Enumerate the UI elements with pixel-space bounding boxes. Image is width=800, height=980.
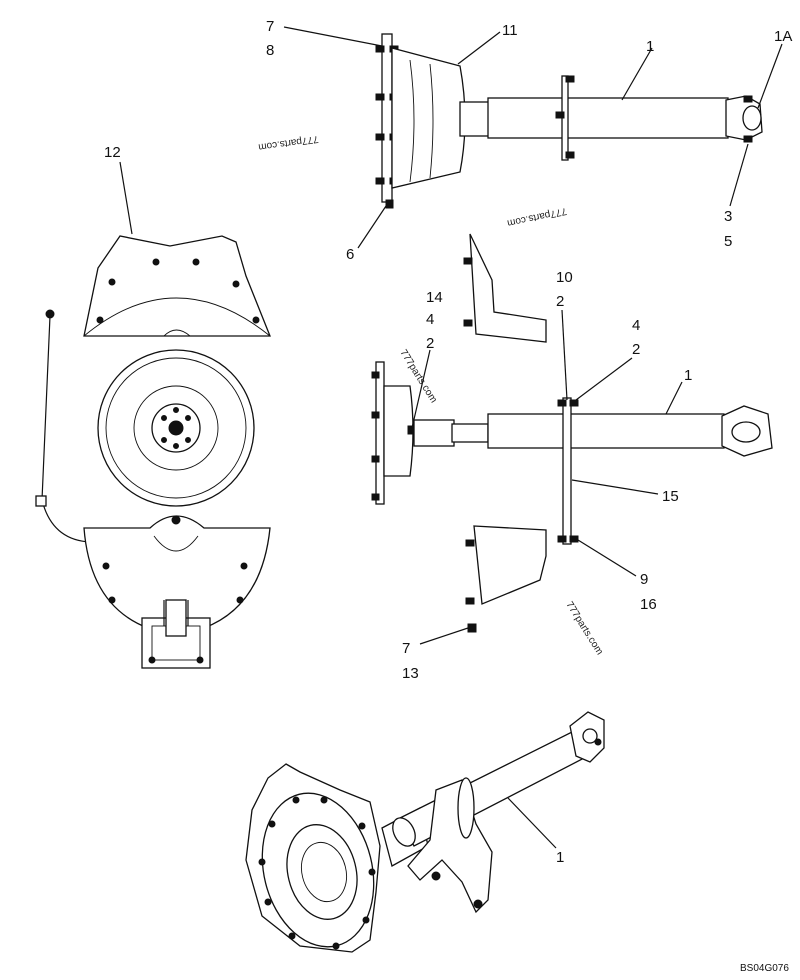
- iso-drive-shaft-1: [399, 729, 589, 847]
- callout-1-bottom: 1: [556, 849, 564, 866]
- callout-4-left: 4: [426, 311, 434, 328]
- callout-3: 3: [724, 208, 732, 225]
- callout-2-left: 2: [426, 335, 434, 352]
- left-flywheel-assembly: [35, 235, 271, 669]
- callout-1-top: 1: [646, 38, 654, 55]
- callout-14: 14: [426, 289, 443, 306]
- callout-2-right: 2: [632, 341, 640, 358]
- top-shaft-stub: [459, 101, 491, 137]
- callout-labels: 7 8 11 1 1A 12 3 5 6 10 2 14 4 2 4 2 1 1…: [104, 18, 792, 866]
- middle-shaft-assembly: [371, 233, 773, 633]
- bell-housing-11: [391, 47, 466, 189]
- callout-9: 9: [640, 571, 648, 588]
- callout-7-bottom: 7: [402, 640, 410, 657]
- watermark-1: 777parts.com: [258, 133, 320, 152]
- watermark-4: 777parts.com: [563, 600, 604, 657]
- callout-4-right: 4: [632, 317, 640, 334]
- drawing-code: BS04G076: [740, 963, 789, 974]
- mid-drive-shaft-1: [487, 413, 725, 449]
- callout-7-top: 7: [266, 18, 274, 35]
- lower-cover: [83, 515, 271, 629]
- watermarks: 777parts.com 777parts.com 777parts.com 7…: [258, 133, 605, 657]
- callout-11: 11: [502, 22, 518, 39]
- top-drive-shaft-1: [487, 97, 729, 139]
- mid-housing: [383, 385, 414, 477]
- callout-2-a: 2: [556, 293, 564, 310]
- mid-flange-plate: [375, 361, 385, 505]
- callout-8: 8: [266, 42, 274, 59]
- watermark-2: 777parts.com: [506, 205, 568, 228]
- leader-lines: [119, 26, 783, 849]
- callout-1-mid: 1: [684, 367, 692, 384]
- upper-cover-12: [83, 235, 271, 337]
- callout-16: 16: [640, 596, 657, 613]
- top-shaft-assembly: [375, 33, 763, 209]
- callout-12: 12: [104, 144, 121, 161]
- callout-6: 6: [346, 246, 354, 263]
- callout-5: 5: [724, 233, 732, 250]
- callout-1a: 1A: [774, 28, 792, 45]
- upper-bracket-14: [469, 233, 547, 343]
- dipstick-tube: [41, 315, 91, 543]
- callout-10: 10: [556, 269, 573, 286]
- lower-bracket: [473, 525, 547, 605]
- callout-13: 13: [402, 665, 419, 682]
- mid-coupling: [413, 419, 455, 447]
- callout-15: 15: [662, 488, 679, 505]
- top-flange-plate: [381, 33, 393, 203]
- isometric-shaft-assembly: [245, 711, 605, 953]
- vertical-bracket-15: [562, 397, 572, 545]
